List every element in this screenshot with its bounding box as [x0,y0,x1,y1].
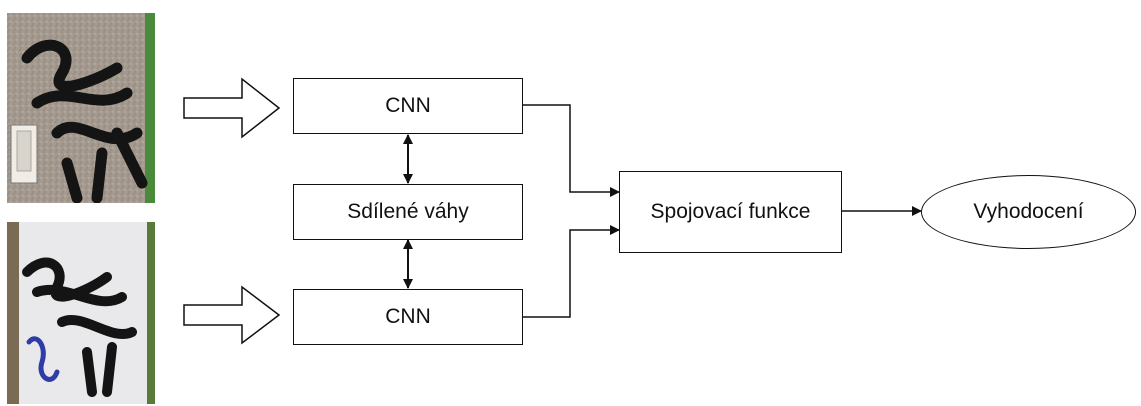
join-function-label: Spojovací funkce [650,200,811,223]
cnn-top-to-join-line [523,104,620,197]
cnn-top-label: CNN [385,94,431,117]
cnn-top-box: CNN [293,78,523,134]
graffiti-photo-top [7,13,155,203]
evaluation-label: Vyhodocení [973,200,1084,223]
shared-weights-label: Sdílené váhy [347,200,469,223]
graffiti-photo-bottom [7,222,155,404]
cnn-bottom-to-join-line [523,225,620,318]
input-arrow-bottom [183,285,281,345]
evaluation-ellipse: Vyhodocení [921,175,1136,249]
cnn-bottom-box: CNN [293,289,523,345]
cnn-bottom-label: CNN [385,305,431,328]
input-arrow-top [183,77,281,139]
shared-weights-box: Sdílené váhy [293,184,523,240]
join-function-box: Spojovací funkce [619,171,842,253]
